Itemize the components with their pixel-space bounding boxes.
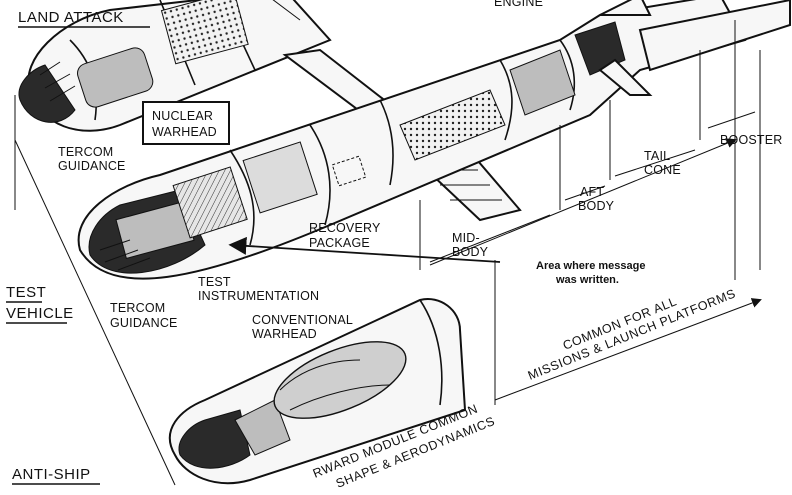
engine-label: ENGINE: [494, 0, 543, 9]
conventional-warhead-label-line2: WARHEAD: [252, 327, 317, 341]
nuclear-warhead-box: [142, 101, 230, 145]
conventional-warhead-label-line1: CONVENTIONAL: [252, 313, 353, 327]
tercom-guidance-top-unit: [18, 64, 76, 123]
dimension-lines: [14, 20, 762, 486]
anti-ship-label: ANTI-SHIP: [12, 466, 91, 483]
recovery-package-unit: [242, 141, 318, 214]
booster-label: BOOSTER: [720, 133, 783, 147]
test-instrumentation-label-line2: INSTRUMENTATION: [198, 289, 319, 303]
test-vehicle-label-line2: VEHICLE: [6, 305, 74, 322]
tercom-guidance-bottom-label-line1: TERCOM: [110, 301, 165, 315]
common-label-line2: MISSIONS & LAUNCH PLATFORMS: [526, 286, 738, 383]
land-attack-nose-section: [18, 0, 332, 132]
booster-unit: [638, 0, 791, 72]
land-attack-label: LAND ATTACK: [18, 9, 124, 26]
conventional-warhead-unit: [273, 341, 407, 419]
test-instrumentation-label-line1: TEST: [198, 275, 231, 289]
nuclear-warhead-unit: [77, 47, 154, 108]
tail-cone-label-line2: CONE: [644, 163, 681, 177]
anti-ship-nose-section: [168, 298, 467, 485]
aft-body-label-line1: AFT: [580, 185, 604, 199]
tail-cone-label-line1: TAIL: [644, 149, 670, 163]
test-instrumentation-unit: [172, 166, 248, 239]
recovery-package-label-line2: PACKAGE: [309, 236, 370, 250]
test-vehicle-label-line1: TEST: [6, 284, 46, 301]
mid-body-tank: [399, 89, 506, 161]
nuclear-warhead-label-line2: WARHEAD: [152, 125, 217, 139]
annotation-text-line2: was written.: [555, 274, 619, 286]
tercom-guidance-bottom-label-line2: GUIDANCE: [110, 316, 178, 330]
tercom-guidance-top-label-line1: TERCOM: [58, 145, 113, 159]
tercom-guidance-top-label-line2: GUIDANCE: [58, 159, 126, 173]
test-vehicle-body: [77, 0, 791, 280]
annotation-arrow: [228, 236, 501, 263]
aft-body-label-line2: BODY: [578, 199, 615, 213]
aft-body-unit: [509, 49, 576, 116]
annotation-text-line1: Area where message: [536, 260, 645, 272]
mid-body-label-line1: MID-: [452, 231, 480, 245]
recovery-package-label-line1: RECOVERY: [309, 221, 381, 235]
mid-body-label-line2: BODY: [452, 245, 489, 259]
nuclear-warhead-label-line1: NUCLEAR: [152, 109, 213, 123]
